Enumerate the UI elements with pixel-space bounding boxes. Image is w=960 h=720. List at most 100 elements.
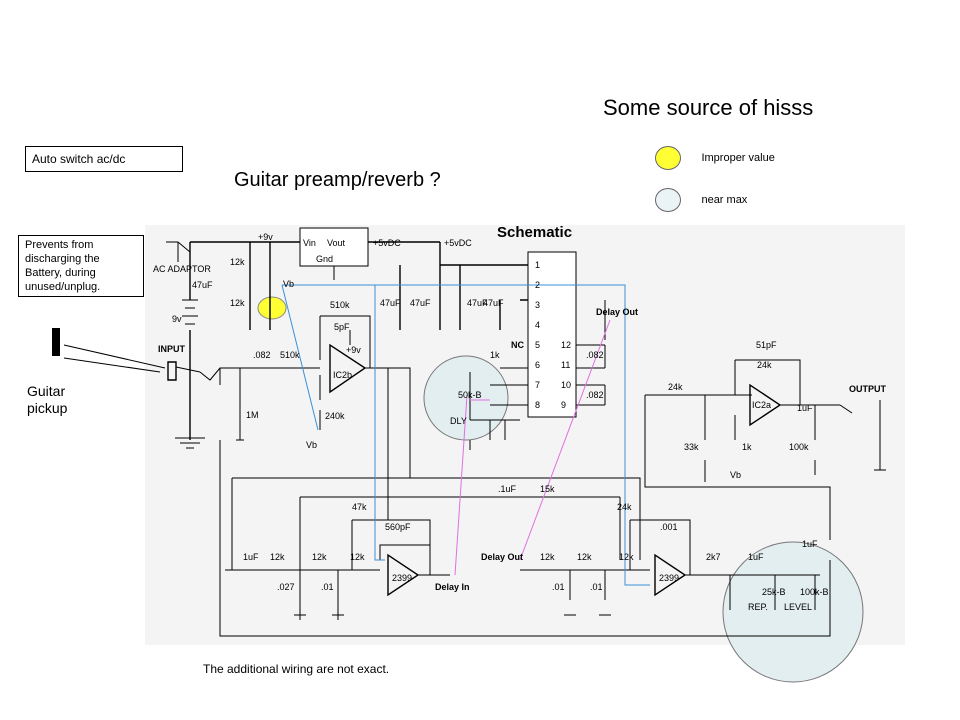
- component-label-1: 12k: [230, 257, 245, 267]
- component-label-22: 1k: [742, 442, 752, 452]
- component-label-44: 1uF: [802, 539, 818, 549]
- pin-right-11: 11: [561, 360, 570, 370]
- component-label-14: 50k-B: [458, 390, 482, 400]
- component-label-48: LEVEL: [784, 602, 812, 612]
- pin-left-4: 4: [535, 320, 540, 330]
- guitar-pickup-symbol: [52, 328, 60, 356]
- component-label-25: .1uF: [498, 484, 517, 494]
- component-label-34: 12k: [350, 552, 365, 562]
- legend-near-max: near max: [655, 188, 747, 212]
- supply-label-2: Vout: [327, 238, 346, 248]
- pin-left-5: 5: [535, 340, 540, 350]
- yellow-dot-icon: [655, 146, 681, 170]
- component-label-12: 240k: [325, 411, 345, 421]
- pale-dot-icon: [655, 188, 681, 212]
- supply-label-3: Gnd: [316, 254, 333, 264]
- pin-left-8: 8: [535, 400, 540, 410]
- component-label-35: .027: [277, 582, 295, 592]
- pin-left-3: 3: [535, 300, 540, 310]
- component-label-15: DLY: [450, 416, 467, 426]
- component-label-26: 15k: [540, 484, 555, 494]
- component-label-10: 510k: [330, 300, 350, 310]
- component-label-45: 25k-B: [762, 587, 786, 597]
- footnote: The additional wiring are not exact.: [203, 662, 390, 676]
- component-label-6: 47uF: [483, 298, 504, 308]
- supply-label-1: Vin: [303, 238, 316, 248]
- component-label-30: .001: [660, 522, 678, 532]
- improper-value-circle: [257, 296, 287, 320]
- pin-right-10: 10: [561, 380, 571, 390]
- component-label-3: 47uF: [380, 298, 401, 308]
- legend-improper-label: Improper value: [701, 152, 775, 164]
- component-label-46: 100k-B: [800, 587, 829, 597]
- near-max-circle-output: [722, 541, 864, 683]
- component-label-2: 12k: [230, 298, 245, 308]
- opamp-2399-left: [387, 553, 420, 597]
- component-label-20: 24k: [668, 382, 683, 392]
- pin-right-9: 9: [561, 400, 566, 410]
- component-label-7: .082: [253, 350, 271, 360]
- component-label-47: REP.: [748, 602, 768, 612]
- opamp-ic2b: [329, 343, 367, 394]
- page-title: Guitar preamp/reverb ?: [234, 169, 441, 191]
- pin-left-6: 6: [535, 360, 540, 370]
- component-label-32: 12k: [270, 552, 285, 562]
- pin-tag-0: NC: [511, 340, 524, 350]
- pin-tag-1: Delay Out: [596, 307, 638, 317]
- component-label-9: 1M: [246, 410, 259, 420]
- component-label-31: 1uF: [243, 552, 259, 562]
- component-label-18: 51pF: [756, 340, 777, 350]
- component-label-29: 24k: [617, 502, 632, 512]
- auto-switch-callout: Auto switch ac/dc: [25, 146, 183, 172]
- ic-label-0: IC2b: [333, 370, 352, 380]
- supply-label-12: +9v: [346, 345, 361, 355]
- supply-label-0: +9v: [258, 232, 273, 242]
- component-label-0: 47uF: [192, 280, 213, 290]
- supply-label-6: 9v: [172, 314, 182, 324]
- ic-label-1: IC2a: [752, 400, 771, 410]
- supply-label-7: AC ADAPTOR: [153, 264, 211, 274]
- component-label-27: 47k: [352, 502, 367, 512]
- component-label-28: 560pF: [385, 522, 411, 532]
- opamp-2399-right: [654, 553, 687, 597]
- component-label-43: 1uF: [748, 552, 764, 562]
- component-label-19: 24k: [757, 360, 772, 370]
- pin-tag-3: Delay Out: [481, 552, 523, 562]
- component-label-37: 12k: [540, 552, 555, 562]
- supply-label-5: +5vDC: [444, 238, 472, 248]
- component-label-39: 12k: [619, 552, 634, 562]
- component-label-13: 1k: [490, 350, 500, 360]
- supply-label-10: Vb: [306, 440, 317, 450]
- supply-label-11: Vb: [730, 470, 741, 480]
- component-label-21: 33k: [684, 442, 699, 452]
- component-label-11: 5pF: [334, 322, 350, 332]
- component-label-24: 100k: [789, 442, 809, 452]
- pin-tag-4: OUTPUT: [849, 384, 887, 394]
- hiss-title: Some source of hisss: [603, 95, 814, 120]
- component-label-5: 47uF: [467, 298, 488, 308]
- ic-label-3: 2399: [659, 573, 679, 583]
- component-label-8: 510k: [280, 350, 300, 360]
- supply-label-4: +5vDC: [373, 238, 401, 248]
- schematic-heading: Schematic: [497, 224, 573, 241]
- prevents-callout: Prevents from discharging the Battery, d…: [18, 235, 144, 297]
- component-label-36: .01: [321, 582, 334, 592]
- pin-left-1: 1: [535, 260, 540, 270]
- component-label-33: 12k: [312, 552, 327, 562]
- legend-improper: Improper value: [655, 146, 775, 170]
- component-label-16: .082: [586, 350, 604, 360]
- component-label-4: 47uF: [410, 298, 431, 308]
- component-label-41: .01: [590, 582, 603, 592]
- delay-ic-block: [527, 251, 577, 418]
- supply-label-9: Vb: [283, 279, 294, 289]
- opamp-ic2a: [749, 383, 782, 427]
- near-max-circle-delay: [423, 355, 509, 441]
- component-label-40: .01: [552, 582, 565, 592]
- component-label-23: 1uF: [797, 403, 813, 413]
- component-label-38: 12k: [577, 552, 592, 562]
- pin-right-12: 12: [561, 340, 571, 350]
- supply-label-8: INPUT: [158, 344, 186, 354]
- component-label-17: .082: [586, 390, 604, 400]
- pickup-label: Guitar pickup: [27, 383, 68, 416]
